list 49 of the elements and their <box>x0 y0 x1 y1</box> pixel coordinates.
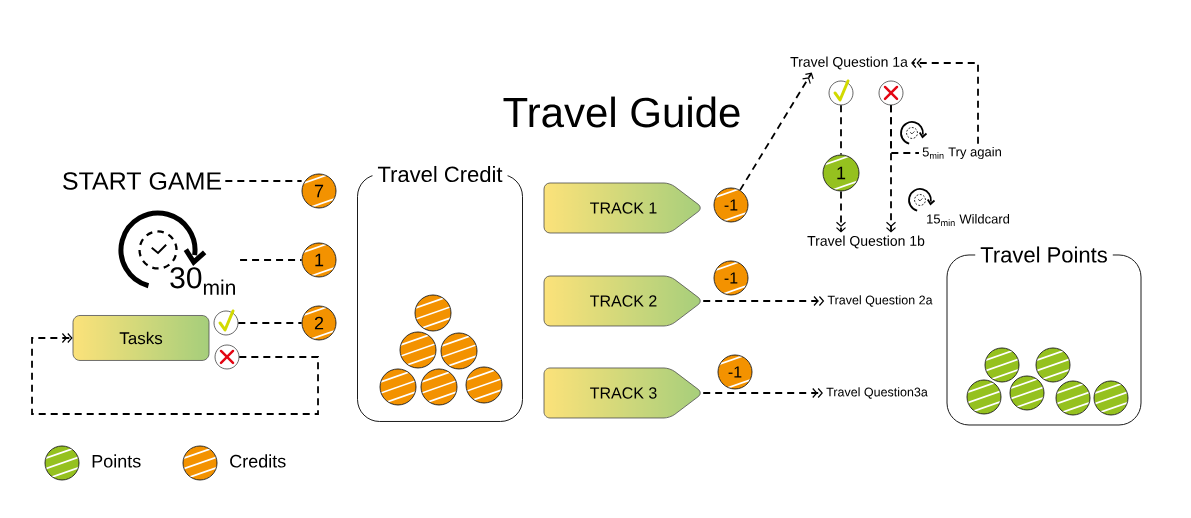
credit-coin: -1 <box>713 260 749 296</box>
connector <box>239 259 303 261</box>
track-box: TRACK 2 <box>543 275 701 327</box>
arrow <box>31 332 319 415</box>
coin-icon <box>440 332 478 370</box>
arrow <box>702 387 823 399</box>
coin-icon <box>465 366 503 404</box>
cross-icon <box>878 80 904 106</box>
coin-icon <box>1093 380 1129 416</box>
question-label: Travel Question3a <box>826 387 928 399</box>
connector <box>224 180 303 182</box>
coin-icon <box>399 331 437 369</box>
arrow <box>739 72 814 192</box>
coin-icon <box>1035 347 1071 383</box>
point-coin: 1 <box>822 154 860 192</box>
question-label: Travel Question 1b <box>807 235 925 249</box>
coin-icon <box>966 379 1002 415</box>
start-label: START GAME <box>63 172 222 190</box>
coin-icon <box>1055 380 1091 416</box>
coin-icon <box>1009 375 1045 411</box>
question-label: Travel Question 1a <box>790 56 908 70</box>
coin-icon <box>984 347 1020 383</box>
arrow <box>835 190 847 233</box>
cross-icon <box>214 344 240 370</box>
connector <box>890 104 920 154</box>
question-label: Travel Question 2a <box>827 295 933 307</box>
coin-icon <box>420 368 458 406</box>
credit-coin: 7 <box>301 173 337 209</box>
track-box: TRACK 1 <box>543 182 701 234</box>
connector <box>237 322 303 324</box>
arrow <box>702 295 825 307</box>
arrow <box>911 57 979 145</box>
coin-icon <box>379 368 417 406</box>
connector <box>840 104 842 156</box>
legend-label: Credits <box>230 454 286 468</box>
title: Travel Guide <box>503 96 740 128</box>
duration-label: 5$_{min}$ Try again <box>922 146 1001 160</box>
duration-label: 15$_{min}$ Wildcard <box>927 214 1010 226</box>
duration-label: 30$_{min}$ <box>170 267 235 295</box>
track-box: TRACK 3 <box>543 367 701 419</box>
legend-label: Points <box>92 454 141 468</box>
coin-icon <box>414 294 452 332</box>
credit-coin: 1 <box>301 242 337 278</box>
credit-coin: 2 <box>301 305 337 341</box>
check-icon <box>828 79 854 106</box>
check-icon <box>213 309 239 336</box>
credit-coin: -1 <box>717 354 753 390</box>
task-box: Tasks <box>72 315 210 361</box>
credit-coin: -1 <box>713 187 749 223</box>
